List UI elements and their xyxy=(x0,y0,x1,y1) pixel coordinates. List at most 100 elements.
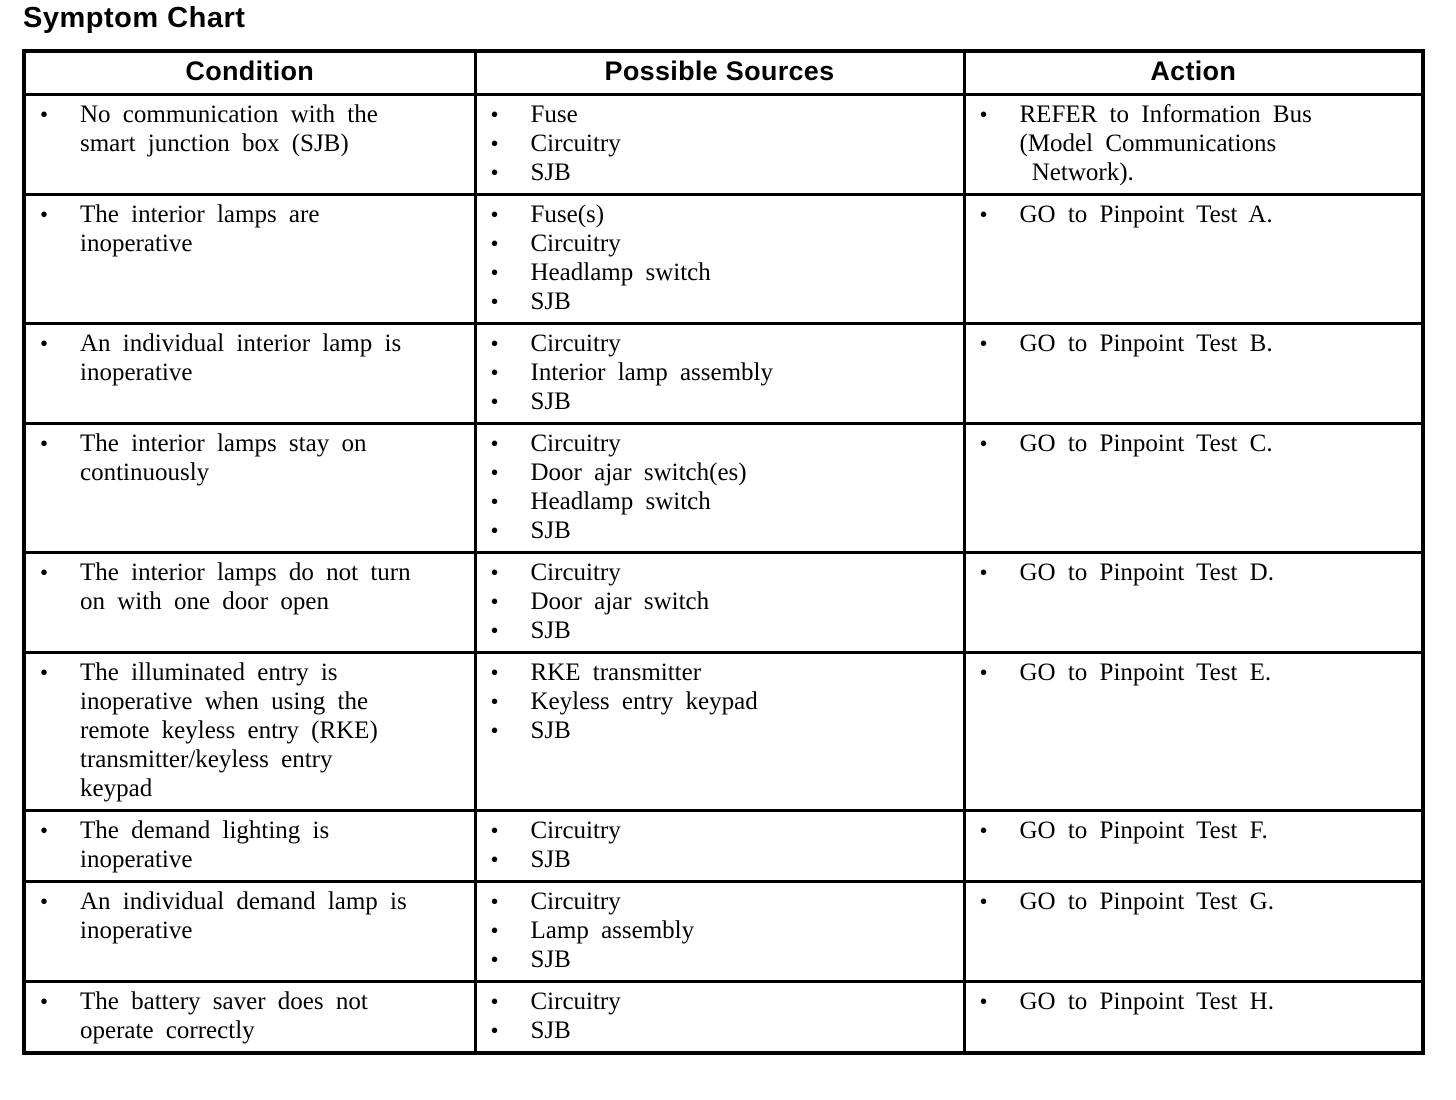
list-item: •Circuitry xyxy=(491,987,951,1016)
text-line: GO to Pinpoint Test A. xyxy=(1019,201,1273,228)
bullet-list: •Circuitry•Interior lamp assembly•SJB xyxy=(491,329,951,416)
sources-cell: •Circuitry•Door ajar switch•SJB xyxy=(473,551,966,654)
bullet-list: •GO to Pinpoint Test A. xyxy=(980,200,1410,229)
list-item-text: Circuitry xyxy=(531,229,951,258)
bullet-icon: • xyxy=(490,947,499,972)
bullet-list: •Circuitry•Door ajar switch•SJB xyxy=(491,558,951,645)
bullet-icon: • xyxy=(979,818,988,843)
text-line: No communication with the xyxy=(80,101,378,128)
bullet-list: • Circuitry • Door ajar switch(es) • Headlamp… xyxy=(491,429,951,545)
bullet-icon: • xyxy=(40,431,49,456)
text-line: GO to Pinpoint Test G. xyxy=(1019,888,1274,915)
text-line: Headlamp switch xyxy=(530,259,711,286)
list-item-text: GO to Pinpoint Test E. xyxy=(1020,658,1410,687)
bullet-icon: • xyxy=(979,560,988,585)
text-line: Network). xyxy=(1019,159,1134,186)
list-item: •Interior lamp assembly xyxy=(491,358,951,387)
text-line: continuously xyxy=(80,459,210,486)
sources-cell: •Fuse•Circuitry•SJB xyxy=(473,93,966,196)
list-item-text: Door ajar switch(es) xyxy=(531,458,951,487)
bullet-icon: • xyxy=(490,560,499,585)
sources-cell: • Circuitry • Door ajar switch(es) • Headlamp… xyxy=(473,422,966,554)
list-item-text: Circuitry xyxy=(531,129,951,158)
text-line: The battery saver does not xyxy=(80,988,368,1015)
bullet-list: •RKE transmitter•Keyless entry keypad•SJ… xyxy=(491,658,951,745)
bullet-list: •Circuitry•Lamp assembly•SJB xyxy=(491,887,951,974)
list-item-text: GO to Pinpoint Test G. xyxy=(1020,887,1410,916)
bullet-icon: • xyxy=(490,460,499,485)
text-line: GO to Pinpoint Test B. xyxy=(1019,330,1273,357)
action-cell: •GO to Pinpoint Test B. xyxy=(962,322,1425,425)
list-item-text: SJB xyxy=(531,845,951,874)
list-item-text: SJB xyxy=(531,716,951,745)
header-row: Condition Possible Sources Action xyxy=(22,49,1425,96)
bullet-list: •GO to Pinpoint Test H. xyxy=(980,987,1410,1016)
list-item: • Headlamp switch xyxy=(491,258,951,287)
list-item-text: SJB xyxy=(531,287,951,316)
list-item-text: REFER to Information Bus(Model Communica… xyxy=(1020,100,1410,187)
sources-cell: •Circuitry•Interior lamp assembly•SJB xyxy=(473,322,966,425)
text-line: (Model Communications xyxy=(1019,130,1277,157)
text-line: Circuitry xyxy=(530,430,621,457)
list-item: •SJB xyxy=(491,387,951,416)
bullet-icon: • xyxy=(490,260,499,285)
text-line: transmitter/keyless entry xyxy=(80,746,333,773)
sources-cell: •RKE transmitter•Keyless entry keypad•SJ… xyxy=(473,651,966,812)
list-item: •SJB xyxy=(491,1016,951,1045)
bullet-list: •Circuitry•SJB xyxy=(491,816,951,874)
bullet-icon: • xyxy=(490,660,499,685)
bullet-icon: • xyxy=(490,489,499,514)
list-item: • Circuitry xyxy=(491,429,951,458)
text-line: SJB xyxy=(530,388,571,415)
list-item-text: SJB xyxy=(531,1016,951,1045)
symptom-chart-table: Condition Possible Sources Action • No co… xyxy=(22,49,1425,1055)
list-item-text: Keyless entry keypad xyxy=(531,687,951,716)
bullet-icon: • xyxy=(40,818,49,843)
text-line: inoperative xyxy=(80,230,193,257)
bullet-icon: • xyxy=(490,431,499,456)
list-item-text: Interior lamp assembly xyxy=(531,358,951,387)
list-item-text: Circuitry xyxy=(531,429,951,458)
list-item: •Circuitry xyxy=(491,229,951,258)
bullet-icon: • xyxy=(40,989,49,1014)
list-item-text: Fuse xyxy=(531,100,951,129)
list-item: •SJB xyxy=(491,616,951,645)
text-line: remote keyless entry (RKE) xyxy=(80,717,378,744)
list-item: • Headlamp switch xyxy=(491,487,951,516)
text-line: Interior lamp assembly xyxy=(530,359,774,386)
list-item-text: Door ajar switch xyxy=(531,587,951,616)
text-line: Lamp assembly xyxy=(530,917,695,944)
bullet-icon: • xyxy=(979,431,988,456)
text-line: Headlamp switch xyxy=(530,488,711,515)
list-item: •GO to Pinpoint Test H. xyxy=(980,987,1410,1016)
sources-cell: •Circuitry•SJB xyxy=(473,980,966,1055)
list-item-text: SJB xyxy=(531,616,951,645)
bullet-list: •GO to Pinpoint Test C. xyxy=(980,429,1410,458)
text-line: The interior lamps do not turn xyxy=(80,559,411,586)
bullet-icon: • xyxy=(40,560,49,585)
bullet-list: •GO to Pinpoint Test B. xyxy=(980,329,1410,358)
bullet-list: •Circuitry•SJB xyxy=(491,987,951,1045)
bullet-icon: • xyxy=(490,102,499,127)
text-line: The demand lighting is xyxy=(80,817,330,844)
text-line: inoperative when using the xyxy=(80,688,369,715)
